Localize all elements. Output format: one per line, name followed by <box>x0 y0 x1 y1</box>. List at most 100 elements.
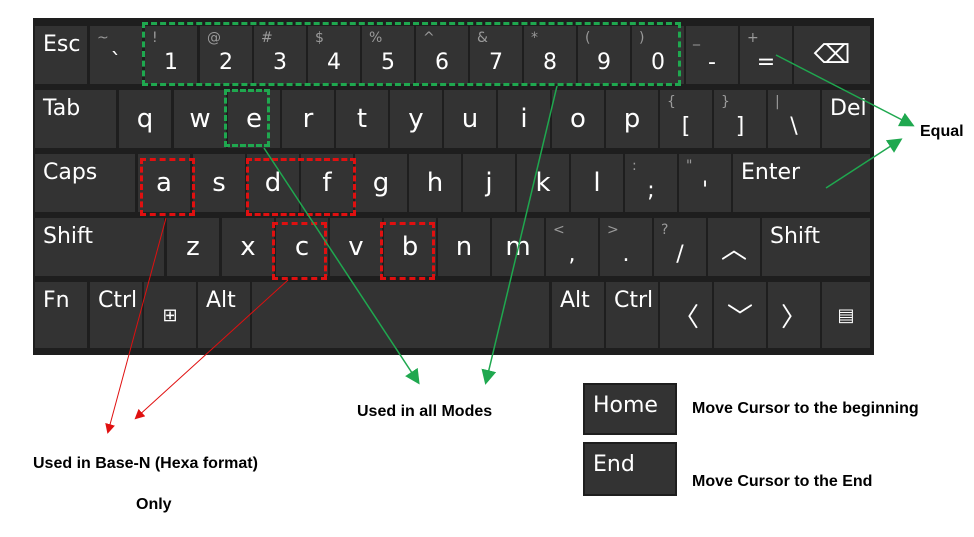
key-h: h <box>409 154 461 212</box>
key-u: u <box>444 90 496 148</box>
key-label: Ctrl <box>614 288 654 313</box>
key-label: . <box>622 242 630 267</box>
base-n-annotation: Used in Base-N (Hexa format) <box>33 455 258 472</box>
key-rctrl: Ctrl <box>606 282 658 348</box>
key-label: 7 <box>489 50 503 75</box>
key-label: n <box>455 232 473 262</box>
arrow-a-key <box>105 217 167 434</box>
key-label: 3 <box>273 50 287 75</box>
key-comma: <, <box>546 218 598 276</box>
key-lbracket: {[ <box>660 90 712 148</box>
key-label: k <box>535 168 551 198</box>
key-shift-label: > <box>607 222 619 238</box>
backspace-icon: ⌫ <box>813 40 851 70</box>
key-i: i <box>498 90 550 148</box>
key-label: 0 <box>651 50 665 75</box>
key-lshift: Shift <box>35 218 164 276</box>
key-2: @2 <box>200 26 252 84</box>
key-shift-label: " <box>686 158 693 174</box>
key-shift-label: { <box>667 94 676 110</box>
key-b: b <box>384 218 436 276</box>
key-win: ⊞ <box>144 282 196 348</box>
key-label: o <box>570 104 586 134</box>
key-shift-label: # <box>261 30 273 46</box>
key-f: f <box>301 154 353 212</box>
key-label: Shift <box>770 224 821 249</box>
key-g: g <box>355 154 407 212</box>
key-tab: Tab <box>35 90 116 148</box>
key-menu: ▤ <box>822 282 870 348</box>
key-label: = <box>756 50 776 75</box>
key-label: 9 <box>597 50 611 75</box>
key-shift-label: | <box>775 94 780 110</box>
key-backslash: |\ <box>768 90 820 148</box>
key-shift-label: + <box>747 30 759 46</box>
key-v: v <box>330 218 382 276</box>
key-w: w <box>174 90 226 148</box>
a-key-highlight <box>140 158 195 216</box>
key-space <box>252 282 549 348</box>
key-label: p <box>623 104 641 134</box>
key-slash: ?/ <box>654 218 706 276</box>
key-caps: Caps <box>35 154 135 212</box>
key-tilde: ~` <box>90 26 142 84</box>
key-shift-label: ? <box>661 222 669 238</box>
key-shift-label: * <box>531 30 538 46</box>
key-c: c <box>276 218 328 276</box>
key-shift-label: % <box>369 30 383 46</box>
key-rbracket: }] <box>714 90 766 148</box>
key-6: ^6 <box>416 26 468 84</box>
key-backspace: ⌫ <box>794 26 870 84</box>
key-y: y <box>390 90 442 148</box>
key-label: ] <box>735 114 745 139</box>
key-label: ; <box>647 178 655 203</box>
key-label: h <box>426 168 444 198</box>
key-label: g <box>372 168 390 198</box>
key-label: b <box>401 232 419 262</box>
key-7: &7 <box>470 26 522 84</box>
key-label: Del <box>830 96 867 121</box>
key-quote: "' <box>679 154 731 212</box>
key-e: e <box>228 90 280 148</box>
key-right: 〉 <box>768 282 820 348</box>
key-label: , <box>568 242 576 267</box>
key-label: t <box>356 104 368 134</box>
key-q: q <box>119 90 171 148</box>
key-label: x <box>240 232 256 262</box>
arrow-enter-key <box>825 138 903 189</box>
win-icon: ⊞ <box>162 304 178 326</box>
arrow-c-key <box>134 279 289 420</box>
key-label: 5 <box>381 50 395 75</box>
key-x: x <box>222 218 274 276</box>
key-l: l <box>571 154 623 212</box>
key-0: )0 <box>632 26 684 84</box>
key-a: a <box>138 154 190 212</box>
key-shift-label: $ <box>315 30 324 46</box>
key-label: \ <box>790 114 798 139</box>
key-label: Ctrl <box>98 288 138 313</box>
key-label: ` <box>110 50 122 75</box>
key-n: n <box>438 218 490 276</box>
key-8: *8 <box>524 26 576 84</box>
up-icon: ︿ <box>720 234 747 265</box>
key-label: Fn <box>43 288 70 313</box>
b-key-highlight <box>380 222 435 280</box>
arrow-number-row <box>481 85 558 385</box>
key-label: z <box>186 232 200 262</box>
key-label: / <box>676 242 684 267</box>
key-label: y <box>408 104 424 134</box>
key-label: w <box>189 104 211 134</box>
key-label: r <box>302 104 314 134</box>
key-label: s <box>212 168 226 198</box>
key-shift-label: ) <box>639 30 645 46</box>
key-s: s <box>193 154 245 212</box>
key-label: c <box>294 232 310 262</box>
key-9: (9 <box>578 26 630 84</box>
key-label: Alt <box>560 288 590 313</box>
key-shift-label: @ <box>207 30 221 46</box>
key-j: j <box>463 154 515 212</box>
right-icon: 〉 <box>780 302 807 333</box>
key-5: %5 <box>362 26 414 84</box>
